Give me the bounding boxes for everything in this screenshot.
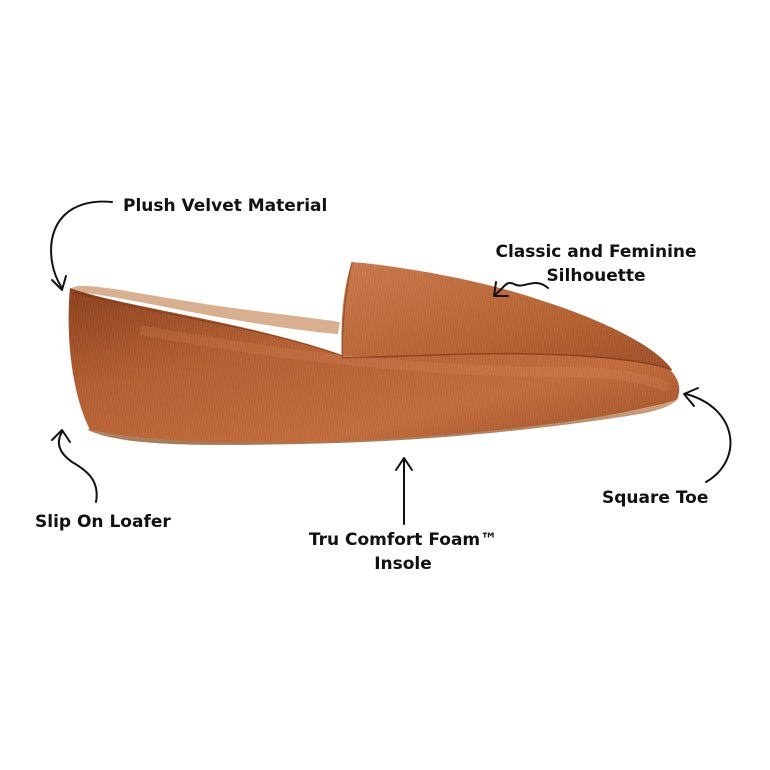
- shoe-lining: [72, 285, 340, 334]
- arrow-slip-on: [57, 431, 98, 503]
- callout-square-toe-text: Square Toe: [602, 488, 709, 508]
- callout-insole-line2: Insole: [374, 554, 432, 574]
- callout-classic-silhouette: Classic and Feminine Silhouette: [476, 240, 716, 288]
- callout-insole: Tru Comfort Foam™ Insole: [300, 528, 506, 576]
- callout-plush-velvet: Plush Velvet Material: [123, 194, 327, 218]
- callout-slip-on-loafer: Slip On Loafer: [35, 510, 171, 534]
- callout-classic-line1: Classic and Feminine: [495, 242, 697, 262]
- callout-insole-line1: Tru Comfort Foam™: [308, 530, 498, 550]
- callout-slip-on-text: Slip On Loafer: [35, 512, 171, 532]
- callout-classic-line2: Silhouette: [546, 266, 646, 286]
- shoe-sole: [88, 396, 680, 445]
- callout-square-toe: Square Toe: [602, 486, 708, 510]
- arrow-square-toe: [685, 393, 732, 483]
- callout-plush-velvet-text: Plush Velvet Material: [123, 196, 328, 216]
- arrow-plush-velvet: [50, 200, 113, 289]
- arrow-classic-silhouette: [495, 282, 549, 295]
